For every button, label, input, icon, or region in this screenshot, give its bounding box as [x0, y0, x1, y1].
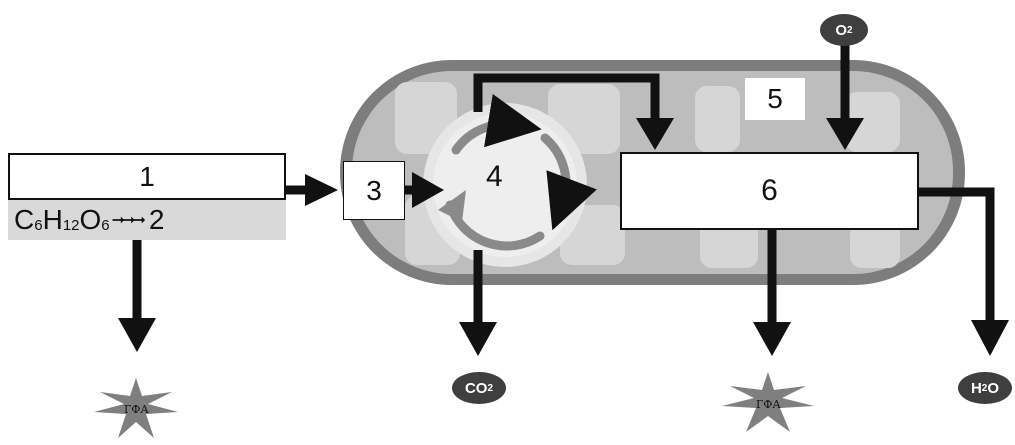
glucose-row: C6H12O6 ➞➞➞ 2: [8, 200, 286, 240]
box-5: 5: [745, 78, 805, 120]
label-6: 6: [761, 174, 778, 207]
label-4: 4: [486, 160, 503, 193]
glycolysis-arrows: ➞➞➞: [111, 212, 146, 229]
box-6: 6: [620, 152, 919, 230]
arrowheads: [118, 118, 1009, 356]
atp-label-2: ГФА: [756, 398, 781, 411]
atp-star-1: [94, 378, 178, 438]
label-2: 2: [148, 204, 165, 235]
cycle-arrowhead-left: [438, 190, 466, 222]
arrow-6-to-h2o: [918, 187, 995, 322]
arrow-4-to-6: [473, 73, 660, 120]
cycle-arrow-top: [451, 93, 542, 155]
box-1: 1: [8, 153, 286, 200]
glucose-formula: C6H12O6: [14, 204, 110, 235]
atp-label-1: ГФА: [124, 403, 149, 416]
atp-star-2: [722, 372, 814, 432]
label-3: 3: [366, 174, 382, 206]
flow-arrows: [132, 45, 995, 324]
krebs-cycle: [423, 93, 597, 267]
box-3: 3: [343, 161, 405, 220]
cycle-arrow-right: [540, 133, 597, 231]
label-5: 5: [767, 83, 783, 114]
label-1: 1: [139, 160, 155, 192]
